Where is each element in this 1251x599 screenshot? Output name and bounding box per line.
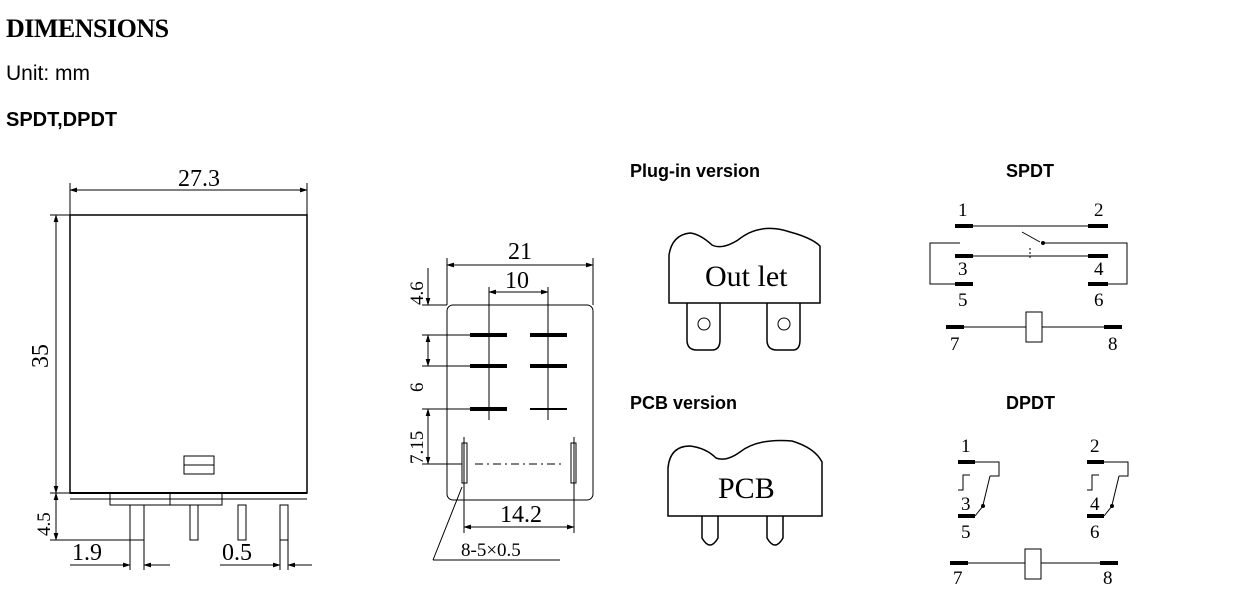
bottom-view: 21 10 4.6 6 7.15 14.2	[407, 239, 594, 561]
unit-label: Unit: mm	[6, 62, 90, 85]
pin-spec-label: 8-5×0.5	[461, 540, 521, 561]
pcb-pin	[701, 516, 719, 546]
pin-offset-label: 1.9	[72, 540, 102, 566]
pin-length-label: 4.5	[34, 512, 55, 536]
front-pin	[189, 504, 199, 541]
coil-spacing-label: 14.2	[500, 502, 542, 528]
width-dim-label: 27.3	[178, 166, 220, 192]
spdt-pin-8: 8	[1108, 334, 1118, 355]
plugin-version: Plug-in version Out let	[630, 161, 821, 351]
spdt-schematic: SPDT 1 2 3 4 5 6 7 8	[929, 161, 1128, 355]
dpdt-pin-4: 4	[1090, 494, 1100, 515]
dpdt-pin-1: 1	[961, 436, 971, 457]
dpdt-pin-6: 6	[1090, 522, 1100, 543]
dpdt-pin-7: 7	[953, 568, 963, 589]
spdt-pin-6: 6	[1094, 290, 1104, 311]
outlet-terminal	[766, 303, 801, 351]
coil-offset-label: 7.15	[407, 431, 428, 464]
spdt-pin-1: 1	[958, 200, 968, 221]
spdt-label: SPDT	[1006, 161, 1054, 181]
spdt-pin-7: 7	[950, 334, 960, 355]
pcb-version: PCB version PCB	[630, 393, 823, 546]
pcb-pin	[766, 516, 784, 546]
dpdt-schematic: DPDT 1 2 3 4 5 6 7 8	[950, 393, 1129, 589]
top-offset-label: 4.6	[407, 281, 428, 305]
dpdt-pin-2: 2	[1090, 436, 1100, 457]
plugin-version-label: Plug-in version	[630, 161, 760, 181]
spdt-pin-5: 5	[958, 290, 968, 311]
relay-body-outline	[69, 214, 308, 494]
height-dim-label: 35	[28, 344, 54, 368]
front-pin	[279, 504, 289, 541]
inner-pitch-label: 10	[505, 268, 529, 294]
dpdt-coil	[1024, 548, 1042, 580]
dpdt-pin-3: 3	[961, 494, 971, 515]
spdt-coil	[1025, 311, 1043, 343]
front-pin	[129, 504, 145, 541]
section-subtitle: SPDT,DPDT	[6, 109, 118, 131]
pcb-text: PCB	[718, 472, 775, 505]
page-title: DIMENSIONS	[6, 14, 169, 43]
spdt-pin-2: 2	[1094, 200, 1104, 221]
row-pitch-label: 6	[407, 383, 428, 393]
outlet-text: Out let	[705, 260, 788, 293]
dpdt-pin-5: 5	[961, 522, 971, 543]
front-view: 27.3 35 4.5 1.9 0.5	[28, 166, 312, 570]
bottom-width-label: 21	[508, 239, 532, 265]
outlet-terminal	[686, 303, 721, 351]
pcb-body-shape	[667, 439, 823, 517]
bottom-outline	[446, 304, 594, 501]
outlet-body-shape	[668, 227, 821, 304]
front-pin	[237, 504, 247, 541]
dpdt-pin-8: 8	[1103, 568, 1113, 589]
spdt-pin-4: 4	[1094, 259, 1104, 280]
spdt-pin-3: 3	[958, 259, 968, 280]
dpdt-label: DPDT	[1006, 393, 1055, 413]
pcb-version-label: PCB version	[630, 393, 737, 413]
pin-thickness-label: 0.5	[222, 540, 252, 566]
